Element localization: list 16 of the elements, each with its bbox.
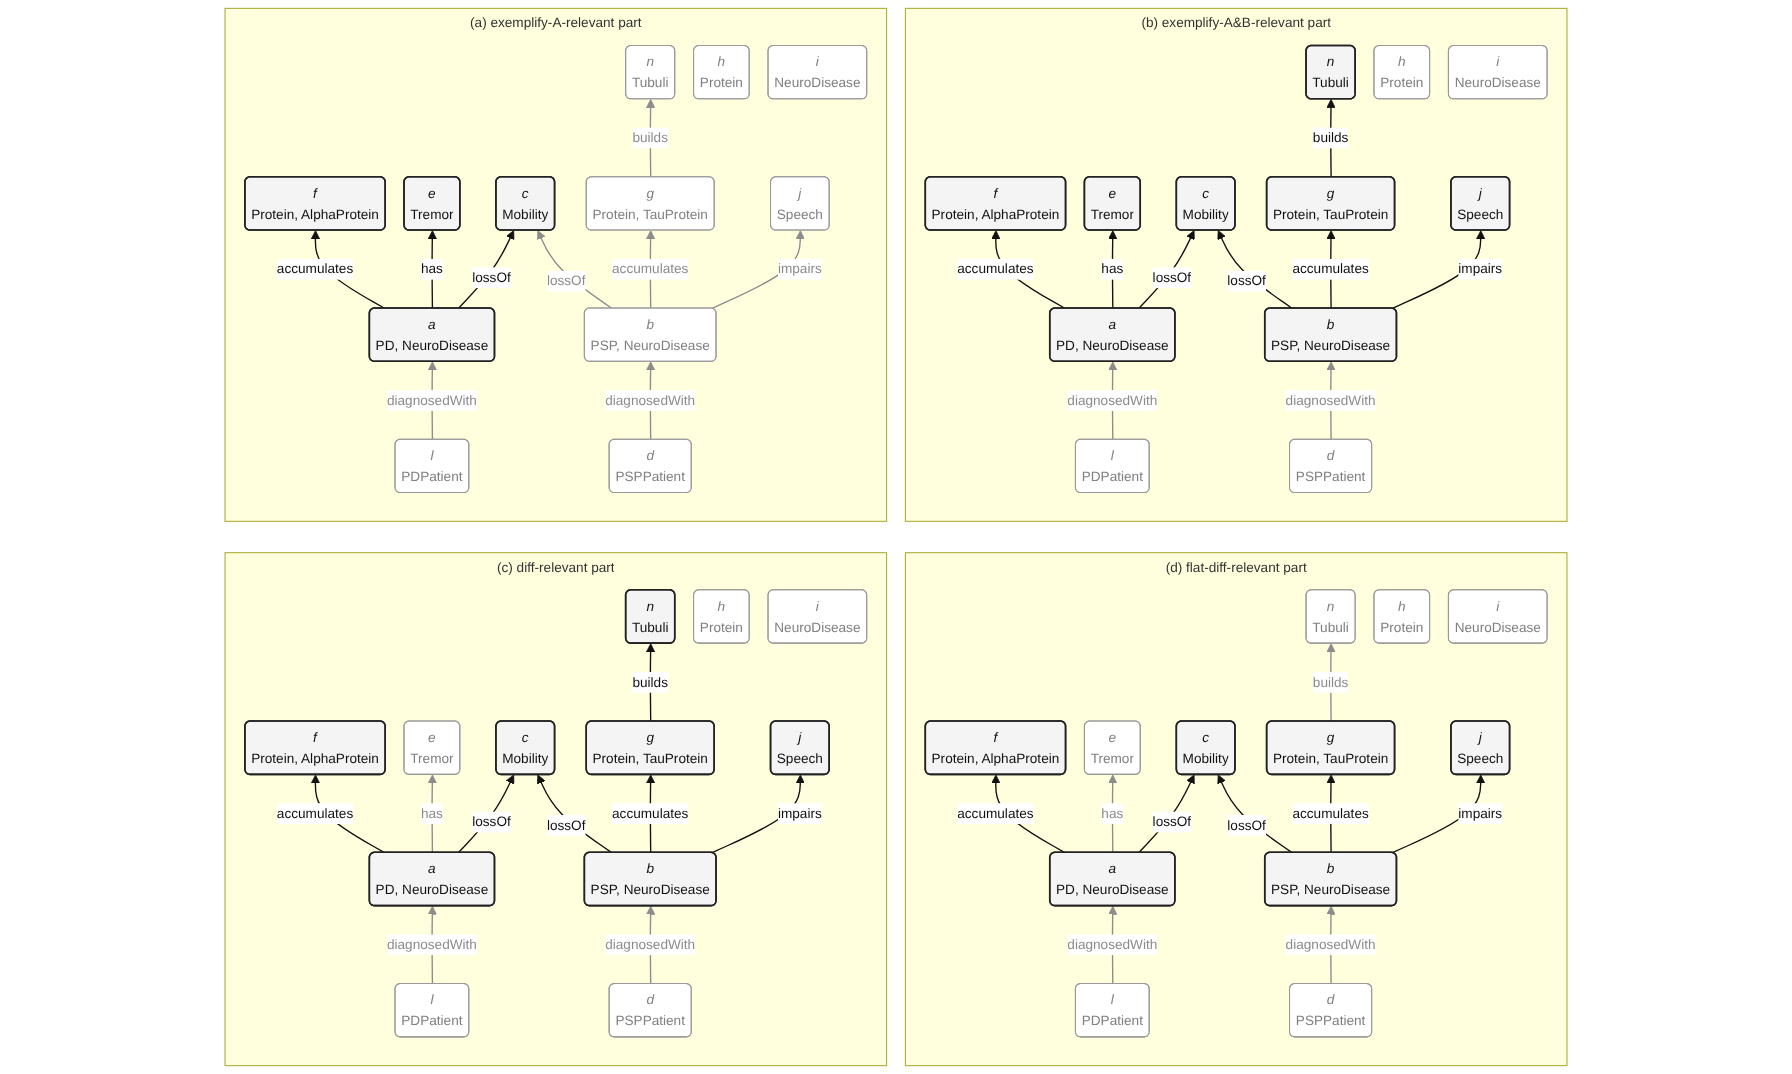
arrow [1138, 774, 1195, 854]
arrow [457, 774, 515, 854]
arrow [1217, 230, 1294, 310]
arrow [1138, 230, 1195, 310]
arrow [1217, 774, 1294, 854]
arrow [537, 774, 613, 854]
arrow [537, 230, 613, 310]
arrow [427, 230, 437, 310]
arrow [710, 774, 805, 854]
arrow [646, 643, 656, 723]
arrow [1108, 230, 1118, 310]
arrow [1391, 230, 1486, 310]
arrow [1391, 774, 1486, 854]
arrow [710, 230, 805, 310]
arrow [457, 230, 515, 310]
arrow [646, 98, 656, 178]
